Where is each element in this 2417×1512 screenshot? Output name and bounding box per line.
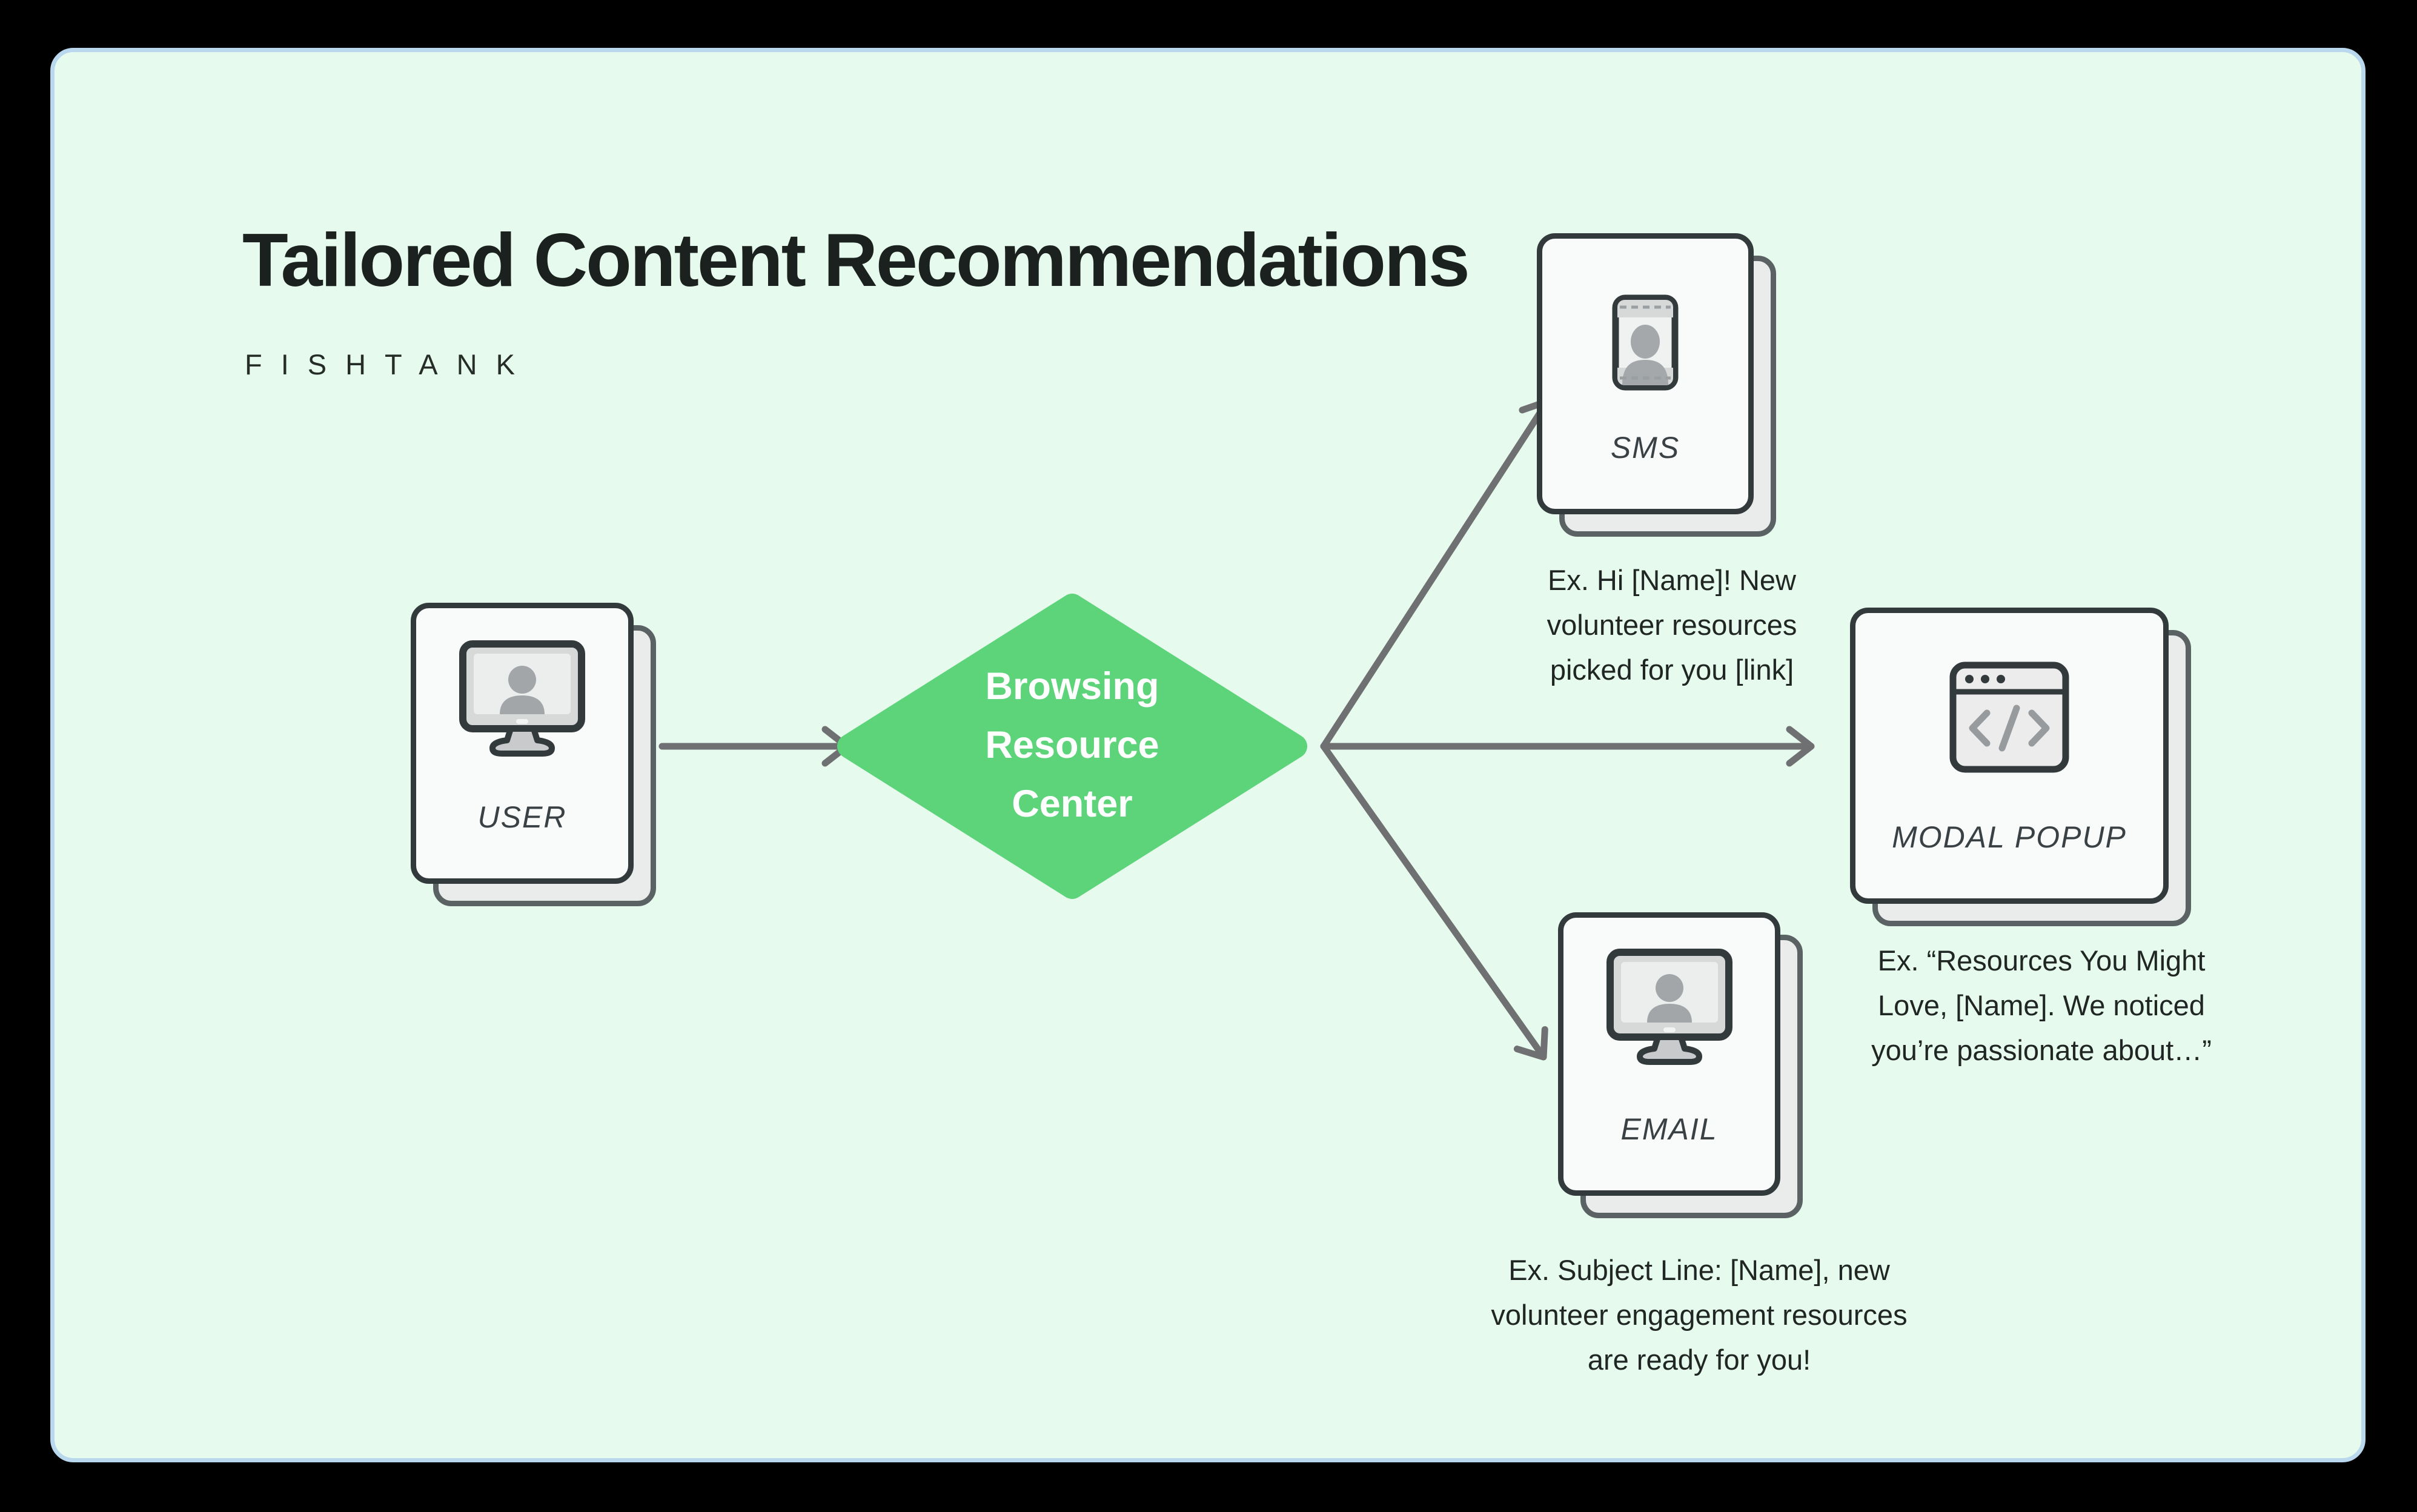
sms-example-line: picked for you [link] — [1550, 654, 1794, 686]
email-example-line: are ready for you! — [1587, 1344, 1811, 1376]
arrowhead-icon — [1786, 726, 1815, 767]
code-window-icon — [1949, 662, 2069, 773]
node-label: USER — [477, 800, 567, 834]
arrowhead-icon — [1513, 1026, 1548, 1061]
card-face: EMAIL — [1558, 912, 1780, 1196]
node-modal-popup: MODAL POPUP — [1850, 608, 2191, 926]
monitor-user-icon — [1606, 949, 1732, 1065]
email-example-line: volunteer engagement resources — [1491, 1299, 1908, 1331]
sms-example-line: Ex. Hi [Name]! New — [1547, 564, 1797, 596]
node-email: EMAIL — [1558, 912, 1803, 1218]
node-sms: SMS — [1537, 233, 1776, 537]
node-user: USER — [411, 603, 656, 906]
node-label: MODAL POPUP — [1892, 820, 2127, 854]
decision-label-line: Browsing — [985, 665, 1159, 708]
monitor-user-icon — [459, 640, 585, 757]
card-face: MODAL POPUP — [1850, 608, 2169, 904]
modal-example-line: Ex. “Resources You Might — [1877, 944, 2206, 976]
sms-example-text: Ex. Hi [Name]! New volunteer resources p… — [1460, 558, 1884, 692]
page-title: Tailored Content Recommendations — [242, 219, 1470, 302]
node-label: EMAIL — [1620, 1112, 1718, 1146]
decision-label: Browsing Resource Center — [890, 657, 1254, 834]
modal-example-text: Ex. “Resources You Might Love, [Name]. W… — [1835, 938, 2247, 1073]
email-example-line: Ex. Subject Line: [Name], new — [1508, 1254, 1890, 1286]
modal-example-line: Love, [Name]. We noticed — [1878, 989, 2205, 1021]
decision-label-line: Center — [1012, 783, 1133, 825]
decision-label-line: Resource — [985, 724, 1159, 766]
node-label: SMS — [1610, 431, 1680, 465]
contact-photo-icon — [1612, 294, 1679, 391]
email-example-text: Ex. Subject Line: [Name], new volunteer … — [1448, 1248, 1951, 1382]
decision-diamond — [837, 594, 1307, 899]
card-face: SMS — [1537, 233, 1754, 514]
arrow-decision-to-email — [1320, 743, 1545, 1057]
sms-example-line: volunteer resources — [1547, 609, 1797, 641]
brand-wordmark: FISHTANK — [245, 348, 534, 380]
card-face: USER — [411, 603, 634, 884]
modal-example-line: you’re passionate about…” — [1871, 1034, 2212, 1066]
arrow-decision-to-sms — [1320, 401, 1549, 750]
